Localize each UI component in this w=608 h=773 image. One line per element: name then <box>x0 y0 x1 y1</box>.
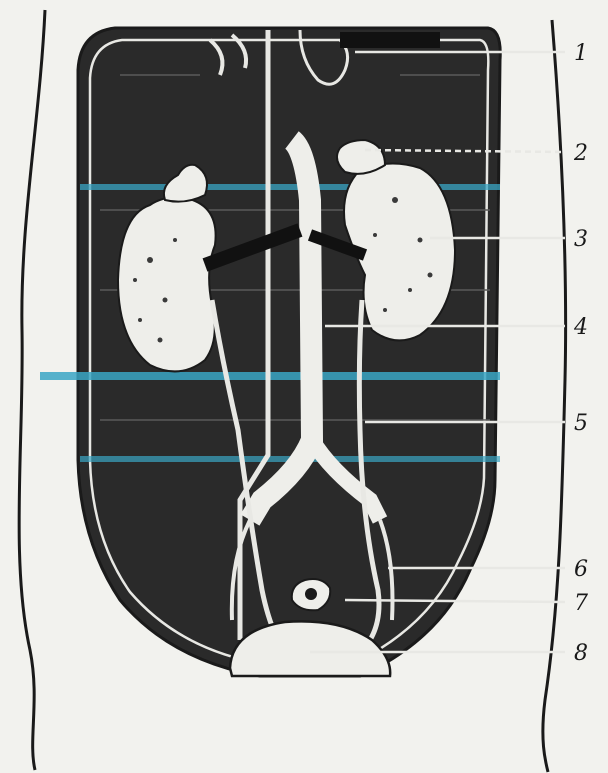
right-kidney <box>118 197 216 371</box>
label-3: 3 <box>574 227 588 252</box>
label-6: 6 <box>574 557 588 582</box>
label-4: 4 <box>573 315 588 340</box>
diaphragm-dark-band <box>340 32 440 48</box>
rectum-lumen <box>305 588 317 600</box>
label-1: 1 <box>574 41 588 66</box>
label-8: 8 <box>574 641 588 666</box>
label-2: 2 <box>573 141 588 166</box>
left-adrenal-gland <box>337 140 385 174</box>
label-7: 7 <box>574 591 588 616</box>
torso-right-contour <box>543 20 566 772</box>
torso-left-contour <box>19 10 45 770</box>
label-5: 5 <box>574 411 588 436</box>
